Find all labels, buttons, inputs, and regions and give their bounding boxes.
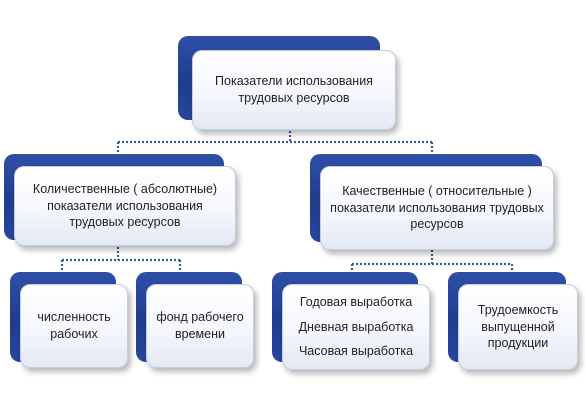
quantitative-indicators-node: Количественные ( абсолютные) показатели …: [4, 154, 240, 250]
leaf-headcount-text: численность рабочих: [37, 309, 110, 343]
qualitative-node-text: Качественные ( относительные ) показател…: [330, 183, 544, 234]
root-line-1: Показатели использования: [215, 74, 373, 89]
qualitative-line-1: Качественные ( относительные ): [342, 183, 532, 198]
leaf-labor-intensity-line-3: продукции: [487, 336, 549, 351]
leaf-headcount-line-1: численность: [37, 310, 111, 325]
quantitative-node-text: Количественные ( абсолютные) показатели …: [33, 181, 217, 232]
leaf-work-time-fund-line-1: фонд рабочего: [156, 310, 244, 325]
qualitative-line-2: показатели использования трудовых: [330, 200, 544, 215]
qualitative-indicators-node: Качественные ( относительные ) показател…: [310, 154, 558, 254]
quantitative-line-3: трудовых ресурсов: [69, 215, 181, 230]
leaf-output-text: Годовая выработка Дневная выработка Часо…: [299, 294, 414, 361]
root-line-2: трудовых ресурсов: [238, 91, 350, 105]
quantitative-line-1: Количественные ( абсолютные): [32, 181, 218, 196]
leaf-work-time-fund: фонд рабочего времени: [136, 272, 258, 372]
quantitative-line-2: показатели использования: [47, 198, 203, 213]
leaf-labor-intensity-line-2: выпущенной: [481, 319, 555, 334]
qualitative-line-3: ресурсов: [410, 217, 464, 232]
leaf-labor-intensity-text: Трудоемкость выпущенной продукции: [478, 302, 558, 353]
leaf-work-time-fund-text: фонд рабочего времени: [156, 309, 243, 343]
leaf-output-line-3: Часовая выработка: [298, 344, 414, 359]
leaf-headcount: численность рабочих: [10, 272, 132, 372]
leaf-labor-intensity-line-1: Трудоемкость: [477, 302, 559, 317]
root-node: Показатели использования трудовых ресурс…: [178, 36, 400, 132]
leaf-output-line-1: Годовая выработка: [299, 294, 413, 309]
root-node-text: Показатели использования трудовых ресурс…: [215, 73, 373, 107]
leaf-output: Годовая выработка Дневная выработка Часо…: [272, 272, 434, 374]
leaf-headcount-line-2: рабочих: [50, 327, 98, 341]
leaf-work-time-fund-line-2: времени: [175, 327, 225, 341]
leaf-output-line-2: Дневная выработка: [298, 319, 414, 334]
leaf-labor-intensity: Трудоемкость выпущенной продукции: [448, 272, 582, 374]
